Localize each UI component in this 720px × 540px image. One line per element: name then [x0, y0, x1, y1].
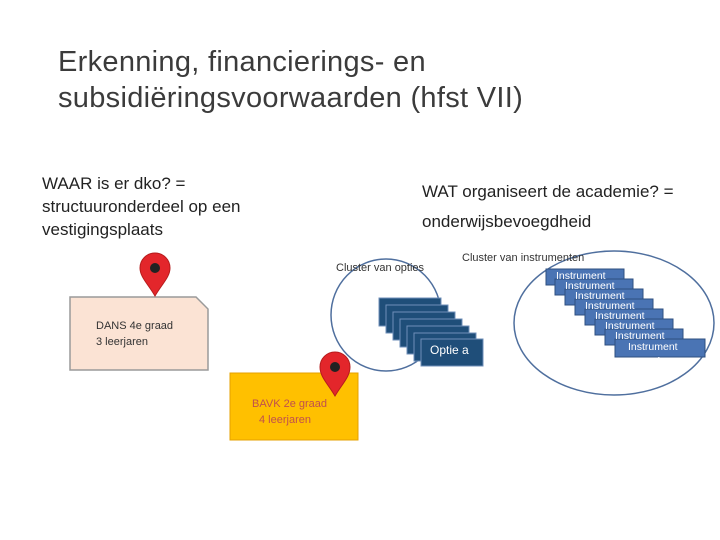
waar-line-1: WAAR is er dko? =: [42, 174, 186, 193]
wat-line-1: WAT organiseert de academie? =: [422, 182, 674, 201]
instrument-label: Instrument: [556, 270, 606, 282]
wat-text-block: WAT organiseert de academie? = onderwijs…: [422, 177, 720, 237]
bavk-text: BAVK 2e graad 4 leerjaren: [252, 396, 327, 428]
bavk-line-2: 4 leerjaren: [259, 414, 311, 426]
waar-line-3: vestigingsplaats: [42, 220, 163, 239]
cluster-opties-label: Cluster van opties: [336, 262, 425, 274]
instrument-label: Instrument: [605, 320, 655, 332]
waar-line-2: structuuronderdeel op een: [42, 197, 241, 216]
location-pin-icon: [139, 252, 171, 297]
wat-line-2: onderwijsbevoegdheid: [422, 212, 592, 231]
cluster-instrumenten-ellipse: [513, 250, 715, 396]
location-pin-icon: [319, 351, 351, 397]
instrument-label: Instrument: [575, 290, 625, 302]
dans-line-1: DANS 4e graad: [96, 320, 174, 332]
dans-box: [69, 296, 209, 371]
dans-line-2: 3 leerjaren: [96, 336, 148, 348]
instrument-label: Instrument: [565, 280, 615, 292]
option-stack: [378, 297, 484, 367]
waar-text-block: WAAR is er dko? = structuuronderdeel op …: [42, 172, 342, 241]
instrument-card-front: [614, 338, 706, 358]
instrument-label-front: Instrument: [628, 341, 678, 353]
option-label: Optie a: [430, 343, 469, 357]
bavk-line-1: BAVK 2e graad: [252, 398, 328, 410]
page-title: Erkenning, financierings- en subsidiërin…: [58, 46, 524, 114]
instrument-suffix: 1: [656, 356, 662, 367]
cluster-instrumenten-label: Cluster van instrumenten: [462, 252, 585, 264]
option-card-front: [420, 338, 484, 367]
instrument-stack: [545, 268, 706, 358]
instrument-label: Instrument: [585, 300, 635, 312]
dans-text: DANS 4e graad 3 leerjaren: [96, 318, 173, 350]
instrument-label: Instrument: [595, 310, 645, 322]
instrument-label: Instrument: [615, 330, 665, 342]
